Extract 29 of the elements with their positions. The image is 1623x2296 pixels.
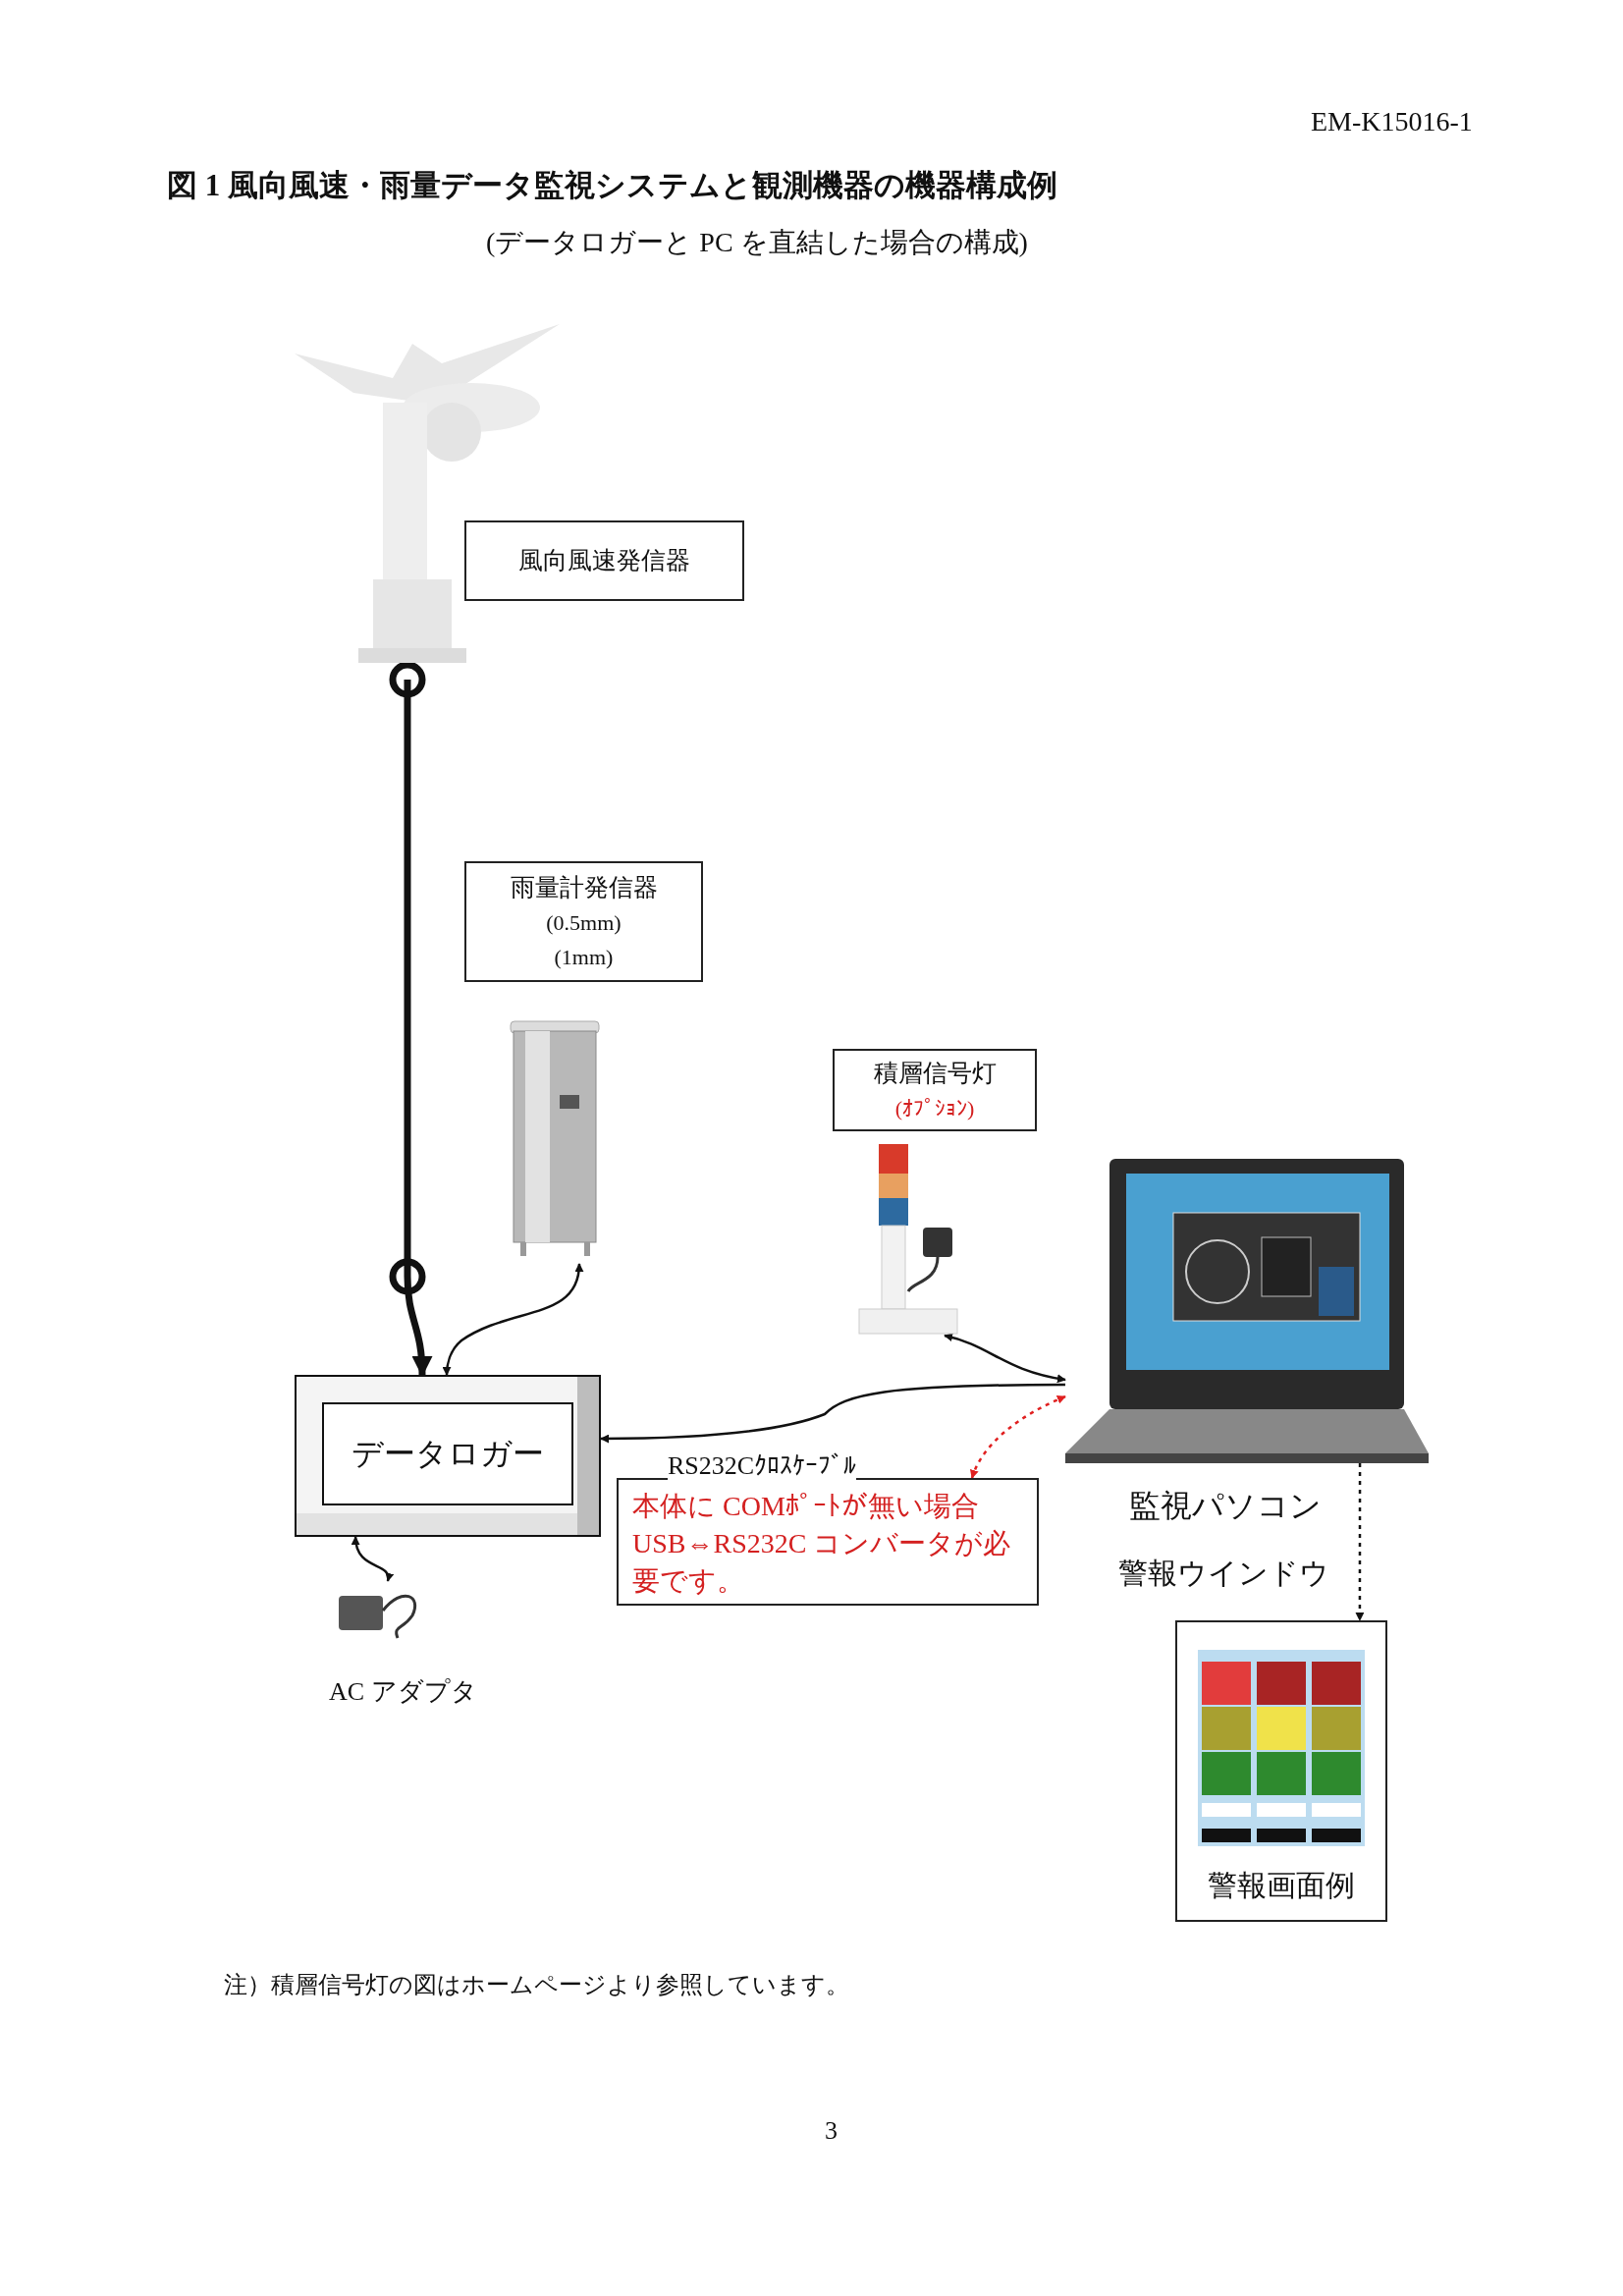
node-label: (ｵﾌﾟｼｮﾝ) (894, 1095, 975, 1122)
device-caption: AC アダプタ (329, 1676, 477, 1708)
node-label: 雨量計発信器 (510, 873, 658, 903)
window-heading: 警報ウインドウ (1118, 1556, 1329, 1591)
data-logger-box (295, 1375, 601, 1537)
node-label: 積層信号灯 (873, 1058, 997, 1088)
label-box (464, 520, 744, 601)
connector-arrow (970, 1394, 1066, 1479)
connector-arrow (1355, 1463, 1365, 1621)
node-label: (0.5mm) (546, 910, 622, 937)
node-label: 風向風速発信器 (518, 546, 690, 575)
note-box (617, 1478, 1039, 1606)
connector-arrow (944, 1333, 1066, 1383)
node-label: (1mm) (554, 944, 614, 970)
screen-caption: 警報画面例 (1208, 1868, 1355, 1903)
label-box (464, 861, 703, 982)
text-label: EM-K15016-1 (1311, 106, 1473, 137)
connector-arrow (600, 1383, 1065, 1444)
node-label: データロガー (352, 1435, 544, 1473)
note-text: 本体に COMﾎﾟｰﾄが無い場合USB⇔RS232C コンバータが必要です。 (632, 1490, 1012, 1598)
figure-title: 図 1 風向風速・雨量データ監視システムと観測機器の機器構成例 (167, 167, 1057, 204)
label-box (833, 1049, 1037, 1131)
connector-arrow (442, 1263, 583, 1376)
text-label: 3 (825, 2116, 838, 2146)
text-label: 注）積層信号灯の図はホームページより参照しています。 (224, 1971, 849, 1999)
edge-label: RS232Cｸﾛｽｹｰﾌﾞﾙ (668, 1451, 857, 1481)
text-label: (データロガーと PC を直結した場合の構成) (486, 226, 1028, 259)
device-caption: 監視パソコン (1129, 1487, 1322, 1525)
connector-arrow (352, 1536, 394, 1582)
